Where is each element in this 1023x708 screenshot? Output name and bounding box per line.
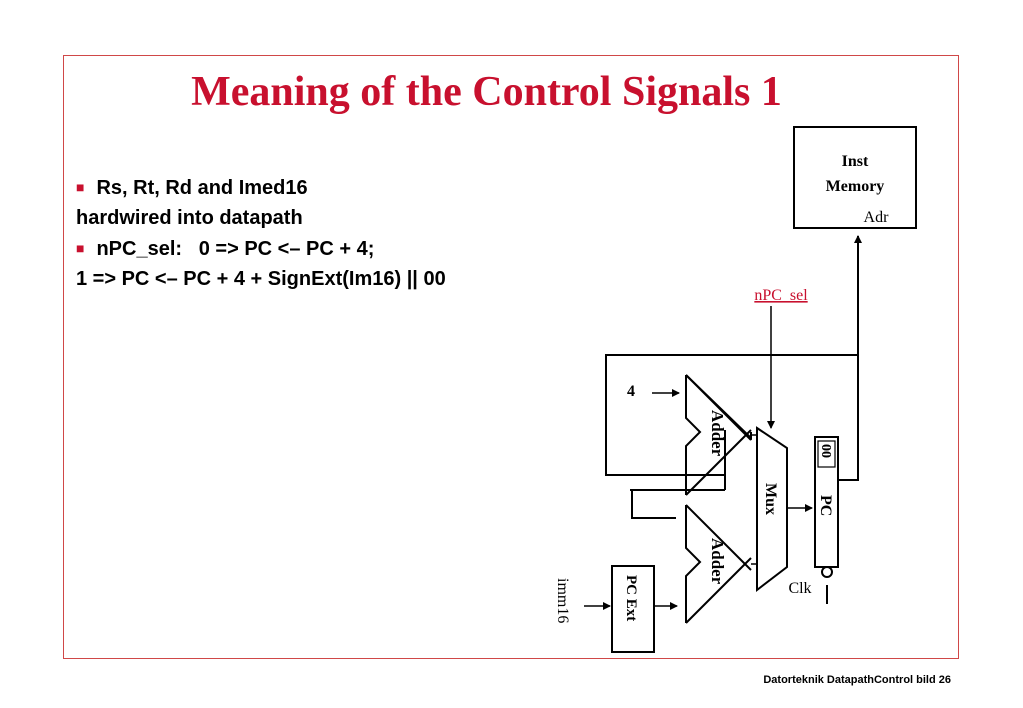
- pc-feedback-wires: [605, 235, 862, 519]
- inst-memory-block: Inst Memory Adr: [793, 126, 917, 229]
- pc-bits-label: 00: [818, 444, 833, 458]
- clk-label: Clk: [788, 580, 811, 597]
- imm16-label: imm16: [554, 578, 571, 623]
- npc-sel-label: nPC_sel: [754, 287, 808, 304]
- bullet-item: ■ Rs, Rt, Rd and Imed16: [76, 172, 446, 203]
- slide-title: Meaning of the Control Signals 1: [191, 69, 782, 115]
- slide-frame: [63, 55, 959, 659]
- pc-ext-label: PC Ext: [623, 575, 639, 621]
- bullet-text: 1 => PC <– PC + 4 + SignExt(Im16) || 00: [76, 268, 446, 290]
- clock-bubble-icon: [821, 566, 833, 578]
- adder-top-label: Adder: [708, 410, 727, 457]
- bullet-marker-icon: ■: [76, 179, 85, 195]
- bullet-continuation: hardwired into datapath: [76, 203, 446, 233]
- inst-memory-label: Inst: [842, 153, 869, 170]
- adder-bottom-label: Adder: [708, 538, 727, 585]
- adder-bottom: Adder: [685, 504, 752, 624]
- adder-top: Adder: [685, 374, 752, 496]
- bullet-item: ■ nPC_sel: 0 => PC <– PC + 4;: [76, 233, 446, 264]
- inst-memory-label: Memory: [826, 178, 885, 195]
- mux-label: Mux: [762, 483, 779, 515]
- bullet-text: hardwired into datapath: [76, 207, 303, 229]
- bullet-continuation: 1 => PC <– PC + 4 + SignExt(Im16) || 00: [76, 264, 446, 294]
- bullet-list: ■ Rs, Rt, Rd and Imed16 hardwired into da…: [76, 172, 446, 294]
- pc-register: 00 PC: [814, 436, 839, 568]
- bullet-text: nPC_sel: 0 => PC <– PC + 4;: [96, 238, 375, 260]
- constant-four-label: 4: [627, 383, 635, 400]
- slide-footer: Datorteknik DatapathControl bild 26: [763, 674, 951, 686]
- bullet-text: Rs, Rt, Rd and Imed16: [96, 177, 308, 199]
- pc-ext-block: PC Ext: [611, 565, 655, 653]
- pc-label: PC: [817, 495, 834, 516]
- adr-port-label: Adr: [864, 209, 890, 226]
- mux-block: Mux: [756, 426, 788, 593]
- bullet-marker-icon: ■: [76, 240, 85, 256]
